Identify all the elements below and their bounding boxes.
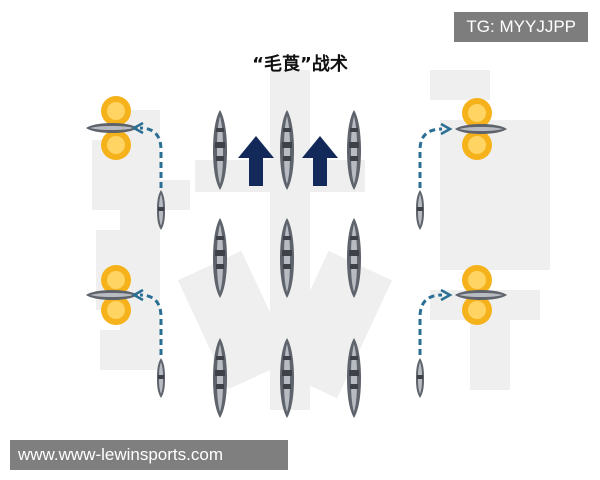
float-icon xyxy=(101,96,131,126)
ship-column-left xyxy=(213,110,227,418)
flank-group-bottom-right xyxy=(416,265,507,398)
dashed-path-icon xyxy=(139,293,163,355)
ship-icon xyxy=(86,290,138,300)
ship-icon xyxy=(455,290,507,300)
ship-icon xyxy=(157,358,165,398)
ship-icon xyxy=(280,338,294,418)
diagram-title: “毛莨”战术 xyxy=(252,54,348,75)
up-arrow-icon xyxy=(238,136,274,186)
ship-icon xyxy=(416,358,424,398)
float-icon xyxy=(462,98,492,128)
ship-column-middle xyxy=(280,110,294,418)
float-icon xyxy=(462,130,492,160)
ship-column-right xyxy=(347,110,361,418)
ship-icon xyxy=(213,110,227,190)
flank-group-top-left xyxy=(86,96,165,230)
up-arrow-icon xyxy=(302,136,338,186)
dashed-path-icon xyxy=(139,126,163,188)
dashed-path-icon xyxy=(418,127,443,188)
dashed-path-icon xyxy=(418,293,443,355)
ship-icon xyxy=(347,338,361,418)
ship-icon xyxy=(455,124,507,134)
url-label: www.www-lewinsports.com xyxy=(10,440,288,470)
ship-icon xyxy=(213,338,227,418)
ship-icon xyxy=(280,110,294,190)
float-icon xyxy=(101,130,131,160)
ship-icon xyxy=(213,218,227,298)
ship-icon xyxy=(157,190,165,230)
flank-group-bottom-left xyxy=(86,265,165,398)
flank-group-top-right xyxy=(416,98,507,230)
ship-icon xyxy=(280,218,294,298)
ship-icon xyxy=(86,123,138,133)
ship-icon xyxy=(347,110,361,190)
ship-icon xyxy=(347,218,361,298)
ship-icon xyxy=(416,190,424,230)
tag-label: TG: MYYJJPP xyxy=(454,12,588,42)
